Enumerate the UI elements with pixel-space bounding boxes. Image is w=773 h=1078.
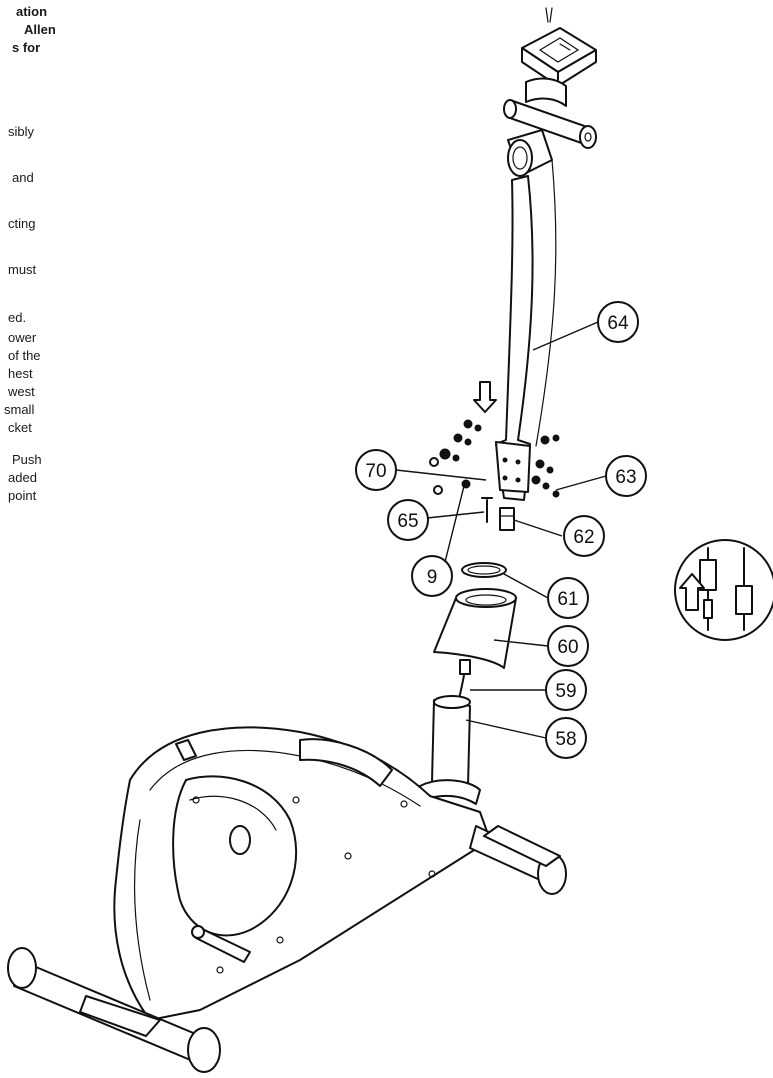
callout-label: 9 [427,567,438,588]
callout-label: 64 [607,313,629,334]
instruction-fragment: cket [8,420,32,435]
frame-post-58 [419,695,481,805]
callout-70: 70 [355,449,397,491]
callout-label: 70 [365,461,386,482]
instruction-fragment: ower [8,330,37,345]
instruction-fragment: small [4,402,35,417]
callout-9: 9 [411,555,453,597]
callout-65: 65 [387,499,429,541]
instruction-fragment: s for [12,40,41,55]
rear-stabilizer [7,947,221,1073]
instruction-fragment: must [8,262,37,277]
callout-59: 59 [545,669,587,711]
cable-connector-62 [499,507,515,531]
callout-label: 63 [615,467,636,488]
instruction-fragment: hest [8,366,33,381]
upright-tube-top [503,77,597,177]
instruction-fragment: cting [8,216,36,231]
down-arrow-icon [473,381,497,413]
instruction-fragment: west [8,384,35,399]
instruction-fragment: Allen [24,22,56,37]
instruction-fragment: and [12,170,34,185]
leader-lines [395,321,607,739]
instruction-fragment: ation [16,4,48,19]
front-stabilizer [469,825,567,895]
instruction-fragment: sibly [8,124,35,139]
screw-65 [481,497,493,523]
callout-label: 58 [555,729,576,750]
callout-64: 64 [597,301,639,343]
shroud-cover-60 [433,588,517,669]
instruction-fragment: Push [12,452,42,467]
callout-61: 61 [547,577,589,619]
instruction-fragment: point [8,488,37,503]
callout-62: 62 [563,515,605,557]
upright-tube-64 [495,159,557,501]
callout-label: 62 [573,527,594,548]
callout-label: 61 [557,589,578,610]
elliptical-frame [113,726,491,1021]
instruction-fragment: aded [8,470,37,485]
bolt-set [429,419,560,498]
callout-label: 59 [555,681,576,702]
instruction-fragment: ed. [8,310,27,325]
cable-connector-detail-icon [674,539,773,641]
callout-60: 60 [547,625,589,667]
callout-label: 65 [397,511,418,532]
instruction-fragment: of the [8,348,41,363]
callout-label: 60 [557,637,578,658]
console-bracket [521,7,597,87]
callout-63: 63 [605,455,647,497]
callout-58: 58 [545,717,587,759]
